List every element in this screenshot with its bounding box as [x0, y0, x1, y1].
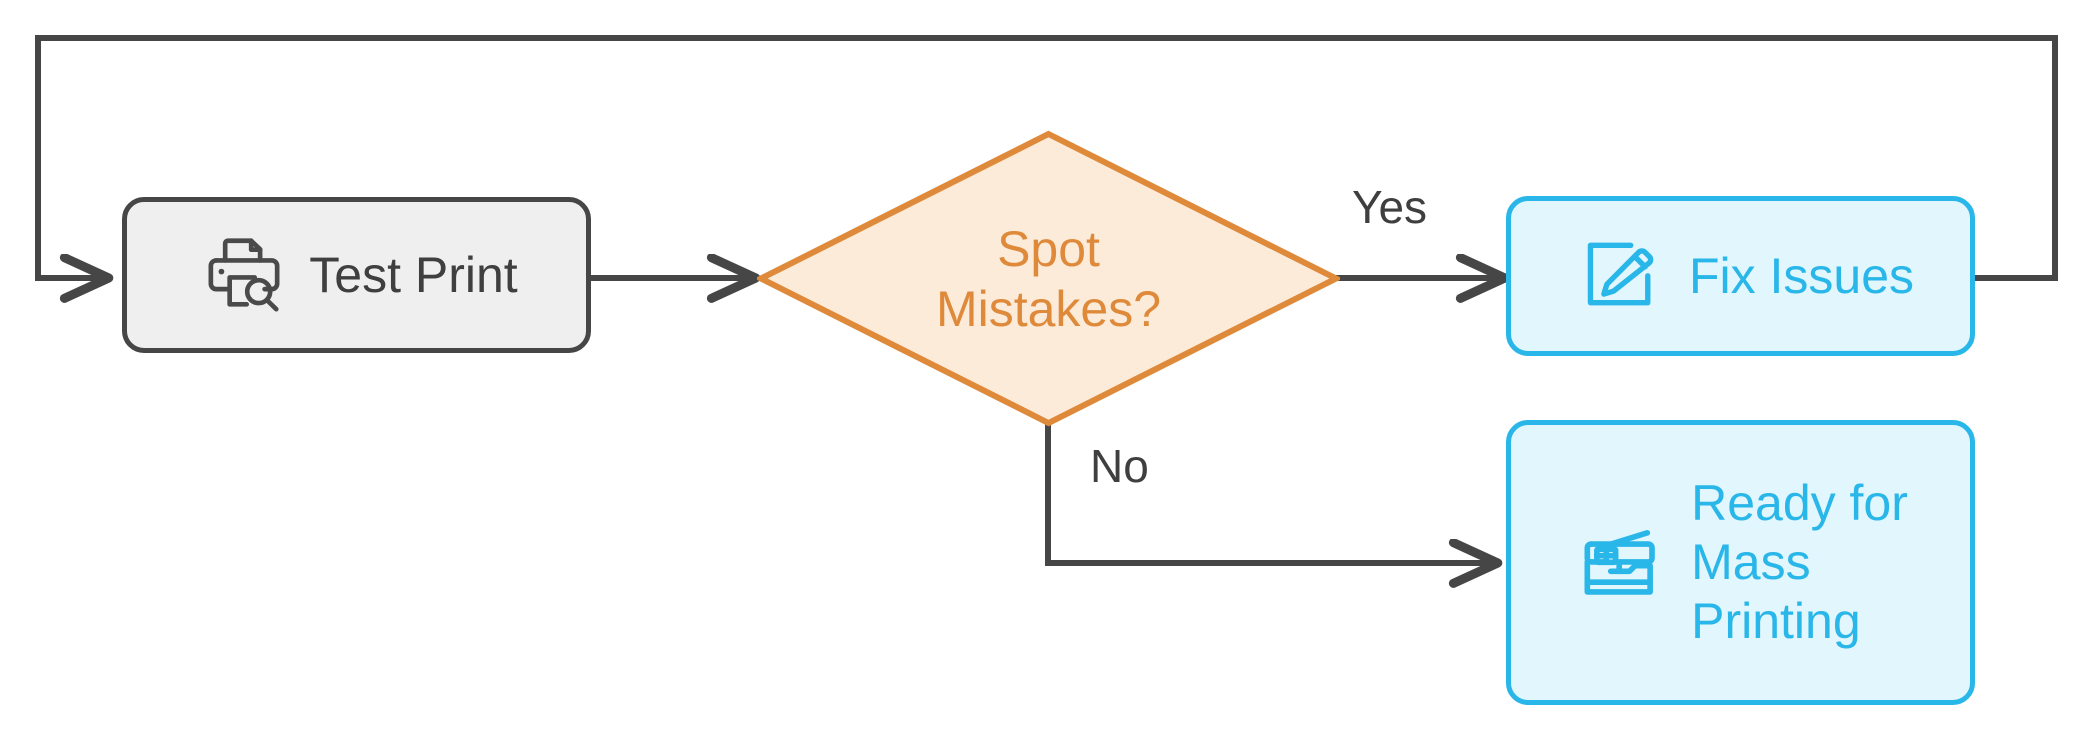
- node-label-fix-issues: Fix Issues: [1688, 247, 1915, 304]
- edge-label-yes: Yes: [1352, 181, 1428, 233]
- node-test-print[interactable]: Test Print: [122, 197, 591, 353]
- diamond-shape: [757, 130, 1340, 427]
- mass-printing-label-line-3: Printing: [1691, 593, 1861, 649]
- node-label-test-print: Test Print: [309, 246, 518, 303]
- printer-preview-icon: [201, 230, 287, 321]
- node-fix-issues[interactable]: Fix Issues: [1506, 196, 1975, 356]
- edge-decision-no-to-massprinting: [1045, 424, 1499, 563]
- printing-press-icon: [1577, 515, 1667, 610]
- node-ready-for-mass-printing[interactable]: Ready for Mass Printing: [1506, 420, 1975, 705]
- mass-printing-label-line-2: Mass: [1691, 534, 1811, 590]
- mass-printing-label-line-1: Ready for: [1691, 475, 1908, 531]
- node-label-ready-for-mass-printing: Ready for Mass Printing: [1691, 474, 1908, 651]
- edge-fixissues-feedback-to-testprint: [35, 35, 2058, 278]
- node-spot-mistakes[interactable]: Spot Mistakes?: [757, 130, 1340, 427]
- edge-label-no: No: [1090, 440, 1149, 492]
- edit-pencil-square-icon: [1577, 231, 1663, 322]
